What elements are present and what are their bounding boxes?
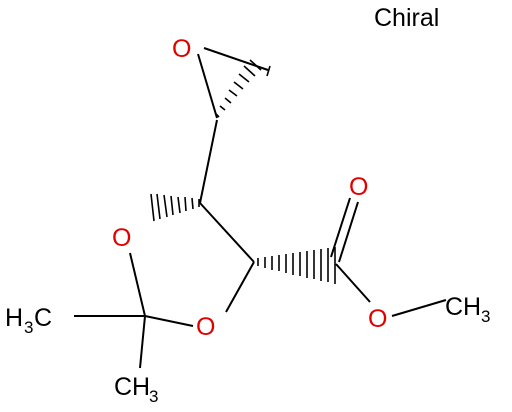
methyl-ester-subscript: 3 bbox=[481, 307, 490, 326]
atom-ring-oxygen-2: O bbox=[196, 313, 215, 341]
methyl-left-subscript: 3 bbox=[24, 318, 33, 337]
methyl-left-c: C bbox=[34, 304, 52, 332]
methyl-bottom-subscript: 3 bbox=[149, 387, 158, 406]
atom-epoxide-oxygen: O bbox=[172, 35, 191, 63]
bond-o-c-epoxide bbox=[197, 53, 218, 119]
bond-carbonyl-c-ester-o bbox=[335, 263, 371, 303]
atom-ring-oxygen-1: O bbox=[112, 224, 131, 252]
ester-group bbox=[330, 197, 447, 317]
bond-c2-o1 bbox=[129, 252, 146, 317]
methyl-ester-label: CH 3 bbox=[445, 293, 490, 326]
hashed-wedge-epoxide bbox=[215, 59, 271, 118]
bond-c5-o3 bbox=[225, 261, 255, 313]
dioxolane-ring bbox=[129, 193, 255, 327]
hashed-wedge-c4-o1 bbox=[150, 193, 200, 222]
bond-epoxide-to-c4 bbox=[199, 119, 218, 204]
chiral-label: Chiral bbox=[374, 4, 439, 32]
methyl-left-label: H 3 C bbox=[5, 304, 52, 337]
methyl-bottom-ch: CH bbox=[114, 373, 150, 401]
epoxide-ring bbox=[197, 47, 271, 119]
atom-carbonyl-oxygen: O bbox=[349, 173, 368, 201]
bond-ester-o-methyl bbox=[391, 299, 447, 317]
bond-c4-c5 bbox=[199, 202, 255, 263]
atom-ester-oxygen: O bbox=[368, 305, 387, 333]
bond-c2-methyl-bottom bbox=[139, 315, 146, 369]
bond-carbonyl-c-o-1 bbox=[338, 201, 359, 263]
methyl-bottom-label: CH 3 bbox=[114, 373, 158, 406]
bond-o3-c2 bbox=[144, 315, 194, 327]
bond-carbonyl-c-o-2 bbox=[330, 197, 351, 258]
hashed-wedge-c5-carbonyl bbox=[257, 247, 336, 284]
methyl-ester-ch: CH bbox=[445, 293, 481, 321]
methyl-left-h: H bbox=[5, 304, 23, 332]
